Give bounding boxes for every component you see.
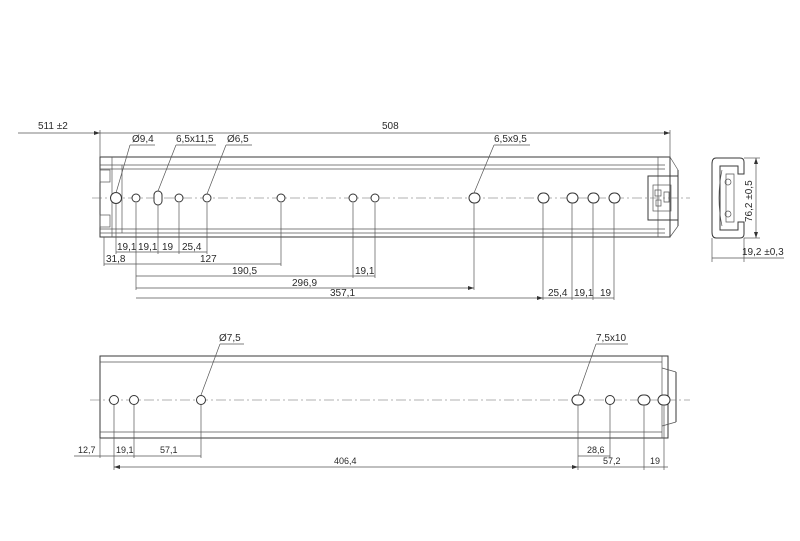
top-rail-outline (99, 156, 671, 238)
top-view: 511 ±2 508 Ø9,4 6,5x11,5 Ø6,5 6,5x9,5 19… (18, 121, 690, 300)
dim-19-r: 19 (600, 288, 612, 299)
dim-296-9: 296,9 (292, 278, 317, 289)
hole (276, 193, 286, 203)
slot-65x95-label: 6,5x9,5 (494, 134, 527, 145)
hole (109, 395, 119, 405)
slot (587, 192, 600, 204)
dim-127: 127 (200, 254, 217, 265)
hole (370, 193, 380, 203)
dim-19-1: 19,1 (116, 445, 134, 455)
hole (129, 395, 139, 405)
dim-406-4: 406,4 (334, 456, 357, 466)
bottom-view: Ø7,5 7,5x10 12,7 19,1 57,1 28,6 406,4 57… (74, 333, 690, 470)
hole (605, 395, 615, 405)
width-label: 19,2 ±0,3 (742, 247, 784, 258)
hole-d7-5 (196, 395, 206, 405)
hole (348, 193, 358, 203)
dim-25-4-r: 25,4 (548, 288, 568, 299)
hole (131, 193, 141, 203)
slot-6-5x11-5 (153, 190, 163, 206)
overall-tolerance-label: 511 ±2 (38, 121, 68, 132)
dim-19-1-a: 19,1 (117, 242, 137, 253)
length-label: 508 (382, 121, 399, 132)
hole-d94-label: Ø9,4 (132, 134, 154, 145)
slot-75x10-label: 7,5x10 (596, 333, 626, 344)
profile-outline (711, 157, 745, 239)
dim-19: 19 (650, 456, 660, 466)
hole-d65-label: Ø6,5 (227, 134, 249, 145)
hole-d6-5 (202, 193, 212, 203)
slot (637, 394, 651, 406)
dim-19-1-r: 19,1 (574, 288, 594, 299)
dim-28-6: 28,6 (587, 445, 605, 455)
dim-31-8: 31,8 (106, 254, 126, 265)
dim-57-2: 57,2 (603, 456, 621, 466)
hole-d75-label: Ø7,5 (219, 333, 241, 344)
dim-190-5: 190,5 (232, 266, 257, 277)
slot (566, 192, 579, 204)
dim-12-7: 12,7 (78, 445, 96, 455)
slot (657, 394, 671, 406)
slot-6-5x9-5 (468, 192, 481, 204)
slot-65x115-label: 6,5x11,5 (176, 134, 214, 145)
hole (174, 193, 184, 203)
side-profile: 76,2 ±0,5 19,2 ±0,3 (711, 157, 784, 262)
hole-d9-4 (110, 192, 122, 204)
dim-19-1-c: 19,1 (355, 266, 375, 277)
slot-7-5x10 (571, 394, 585, 406)
height-label: 76,2 ±0,5 (744, 180, 755, 222)
dim-19-1-b: 19,1 (138, 242, 158, 253)
dim-25-4: 25,4 (182, 242, 202, 253)
dim-57-1: 57,1 (160, 445, 178, 455)
slot (537, 192, 550, 204)
dim-357-1: 357,1 (330, 288, 355, 299)
dim-19: 19 (162, 242, 174, 253)
slot (608, 192, 621, 204)
